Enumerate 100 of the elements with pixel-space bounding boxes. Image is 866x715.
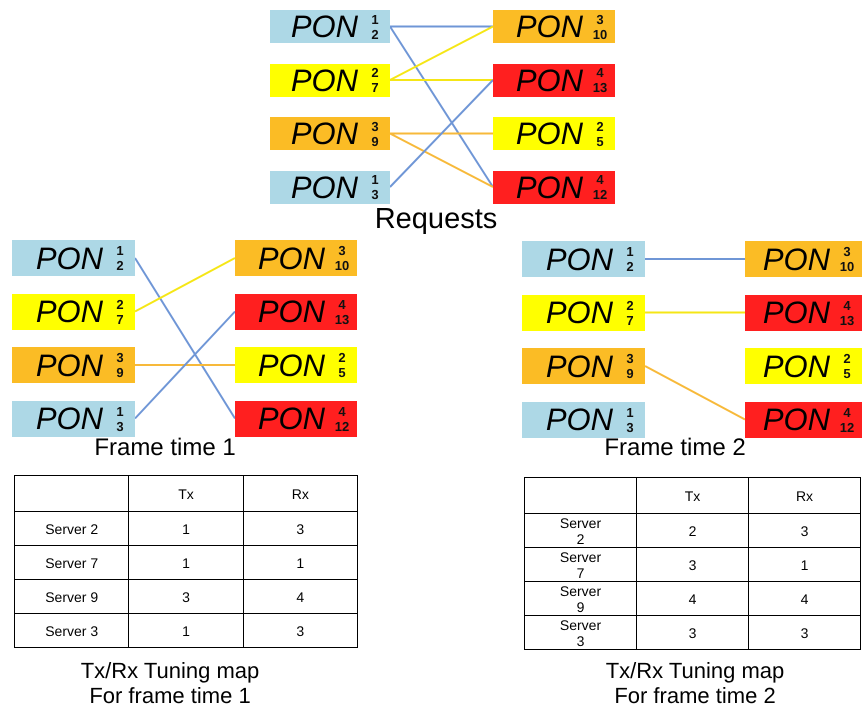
pon-box bbox=[522, 348, 645, 384]
pon-number: 3 bbox=[626, 420, 634, 434]
pon-label: PON bbox=[258, 242, 325, 274]
pon-box bbox=[235, 400, 357, 436]
table-cell: Server 2 bbox=[14, 512, 129, 546]
pon-number: 3 bbox=[371, 187, 379, 202]
pon-number: 2 bbox=[843, 351, 851, 366]
caption: Tx/Rx Tuning map For frame time 1 bbox=[80, 658, 260, 709]
connector-line bbox=[390, 132, 493, 134]
pon-number: 9 bbox=[626, 366, 634, 381]
pon-number: 13 bbox=[334, 312, 350, 326]
pon-box bbox=[493, 10, 615, 43]
pon-box bbox=[270, 10, 390, 43]
pon-number: 2 bbox=[371, 65, 379, 80]
connector-line bbox=[389, 79, 494, 188]
pon-label: PON bbox=[258, 296, 325, 327]
pon-box bbox=[270, 117, 390, 150]
connector-line bbox=[389, 26, 494, 188]
pon-box bbox=[493, 64, 615, 96]
pon-box bbox=[745, 402, 862, 438]
table-cell: 2 bbox=[636, 514, 748, 548]
pon-label: PON bbox=[290, 172, 358, 202]
pon-number: 12 bbox=[592, 187, 608, 202]
pon-number: 5 bbox=[843, 366, 851, 381]
table-cell: 1 bbox=[128, 614, 244, 648]
table-cell: 4 bbox=[748, 582, 860, 616]
table-cell: 3 bbox=[748, 514, 860, 548]
pon-number: 13 bbox=[592, 80, 608, 95]
table-cell: Rx bbox=[243, 476, 358, 512]
pon-number: 3 bbox=[338, 243, 346, 258]
pon-number: 5 bbox=[596, 134, 604, 148]
pon-label: PON bbox=[546, 297, 613, 328]
pon-label: PON bbox=[516, 118, 583, 149]
pon-label: PON bbox=[36, 350, 103, 380]
caption: Requests bbox=[374, 203, 498, 236]
pon-label: PON bbox=[516, 64, 583, 96]
pon-number: 2 bbox=[596, 118, 604, 134]
pon-number: 9 bbox=[371, 134, 379, 148]
pon-label: PON bbox=[762, 404, 830, 435]
connector-line bbox=[644, 365, 746, 420]
pon-label: PON bbox=[516, 172, 583, 202]
connector-line bbox=[134, 257, 236, 420]
pon-label: PON bbox=[258, 350, 325, 380]
pon-number: 3 bbox=[626, 351, 634, 366]
pon-number: 2 bbox=[626, 298, 634, 312]
connector-line bbox=[390, 26, 493, 28]
pon-number: 10 bbox=[334, 258, 350, 273]
pon-number: 3 bbox=[116, 418, 124, 434]
pon-box bbox=[235, 294, 357, 330]
caption: Tx/Rx Tuning map For frame time 2 bbox=[604, 658, 786, 709]
pon-number: 10 bbox=[592, 26, 608, 42]
pon-label: PON bbox=[762, 297, 830, 328]
pon-label: PON bbox=[36, 296, 103, 327]
table-cell: Server 3 bbox=[14, 614, 129, 648]
table-cell: Tx bbox=[128, 476, 244, 512]
table-cell: Server 7 bbox=[524, 548, 636, 582]
connector-line bbox=[390, 79, 493, 81]
connector-line bbox=[134, 310, 236, 420]
pon-number: 1 bbox=[116, 404, 124, 418]
pon-label: PON bbox=[258, 403, 325, 434]
pon-number: 3 bbox=[371, 118, 379, 134]
connector-line bbox=[390, 26, 494, 81]
connector-line bbox=[134, 257, 236, 312]
pon-number: 10 bbox=[840, 259, 854, 274]
pon-label: PON bbox=[546, 404, 613, 435]
pon-number: 2 bbox=[371, 26, 379, 42]
pon-number: 4 bbox=[596, 172, 604, 187]
pon-number: 4 bbox=[338, 404, 346, 418]
pon-number: 4 bbox=[596, 65, 604, 80]
pon-box bbox=[522, 294, 645, 330]
pon-number: 1 bbox=[116, 243, 124, 258]
table-cell: 4 bbox=[636, 582, 748, 616]
table-cell: 3 bbox=[748, 616, 860, 650]
pon-number: 4 bbox=[843, 298, 851, 312]
pon-number: 13 bbox=[840, 312, 854, 328]
caption: Frame time 1 bbox=[93, 434, 237, 462]
connector-line bbox=[135, 364, 235, 366]
pon-label: PON bbox=[290, 64, 358, 96]
pon-label: PON bbox=[546, 244, 613, 274]
pon-number: 3 bbox=[596, 12, 604, 26]
table-cell: 3 bbox=[128, 580, 244, 614]
pon-box bbox=[12, 240, 135, 276]
pon-number: 9 bbox=[116, 365, 124, 380]
pon-box bbox=[12, 294, 135, 330]
pon-box bbox=[745, 241, 862, 277]
pon-box bbox=[493, 170, 615, 204]
table-cell: Server 3 bbox=[524, 616, 636, 650]
pon-number: 7 bbox=[116, 312, 124, 326]
pon-number: 1 bbox=[626, 404, 634, 420]
table-cell: 1 bbox=[128, 512, 244, 546]
pon-label: PON bbox=[36, 403, 103, 434]
pon-number: 3 bbox=[116, 350, 124, 365]
pon-number: 1 bbox=[626, 244, 634, 259]
pon-label: PON bbox=[546, 350, 613, 382]
table-cell: 1 bbox=[748, 548, 860, 582]
pon-number: 4 bbox=[338, 296, 346, 312]
pon-number: 4 bbox=[843, 404, 851, 420]
connector-line bbox=[645, 258, 745, 260]
connector-line bbox=[390, 132, 494, 188]
pon-label: PON bbox=[36, 242, 103, 274]
